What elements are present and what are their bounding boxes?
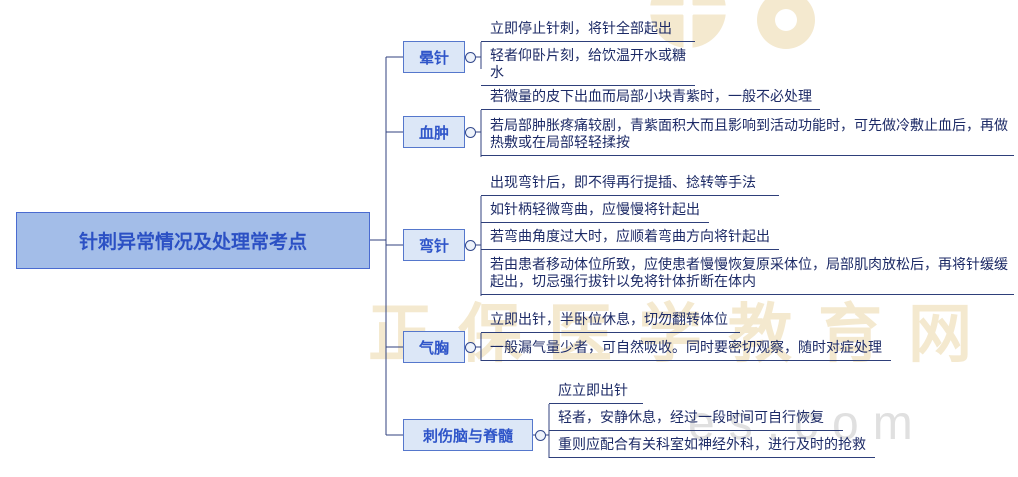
collapse-toggle-icon[interactable] — [535, 430, 546, 441]
leaf-topic[interactable]: 轻者，安静休息，经过一段时间可自行恢复 — [549, 409, 843, 431]
leaf-topic[interactable]: 轻者仰卧片刻，给饮温开水或糖水 — [481, 47, 695, 86]
branch-node-hematoma[interactable]: 血肿 — [403, 116, 465, 148]
branch-node-fainting[interactable]: 晕针 — [403, 41, 465, 73]
collapse-toggle-icon[interactable] — [465, 127, 476, 138]
leaf-topic[interactable]: 重则应配合有关科室如神经外科，进行及时的抢救 — [549, 436, 875, 458]
leaf-topic[interactable]: 出现弯针后，即不得再行提插、捻转等手法 — [481, 174, 779, 196]
collapse-toggle-icon[interactable] — [465, 342, 476, 353]
branch-node-bent-needle[interactable]: 弯针 — [403, 229, 465, 261]
leaf-topic[interactable]: 若由患者移动体位所致，应使患者慢慢恢复原采体位，局部肌肉放松后，再将针缓缓起出，… — [481, 256, 1014, 295]
leaf-topic[interactable]: 若弯曲角度过大时，应顺着弯曲方向将针起出 — [481, 228, 779, 250]
branch-node-brain-spinal[interactable]: 刺伤脑与脊髓 — [403, 419, 533, 451]
leaf-topic[interactable]: 若微量的皮下出血而局部小块青紫时，一般不必处理 — [481, 88, 820, 110]
collapse-toggle-icon[interactable] — [465, 52, 476, 63]
leaf-topic[interactable]: 如针柄轻微弯曲，应慢慢将针起出 — [481, 201, 709, 223]
leaf-topic[interactable]: 一般漏气量少者，可自然吸收。同时要密切观察，随时对症处理 — [481, 339, 891, 361]
collapse-toggle-icon[interactable] — [465, 240, 476, 251]
watermark-text: 正保医学教育网 — [368, 298, 998, 370]
root-topic[interactable]: 针刺异常情况及处理常考点 — [16, 212, 370, 269]
leaf-topic[interactable]: 立即出针，半卧位休息，切勿翻转体位 — [481, 311, 740, 333]
branch-node-pneumothorax[interactable]: 气胸 — [403, 331, 465, 363]
leaf-topic[interactable]: 应立即出针 — [549, 382, 643, 404]
watermark-domain-text: es.com — [688, 397, 927, 450]
leaf-topic[interactable]: 立即停止针刺，将针全部起出 — [481, 20, 695, 42]
leaf-topic[interactable]: 若局部肿胀疼痛较剧，青紫面积大而且影响到活动功能时，可先做冷敷止血后，再做热敷或… — [481, 117, 1014, 156]
